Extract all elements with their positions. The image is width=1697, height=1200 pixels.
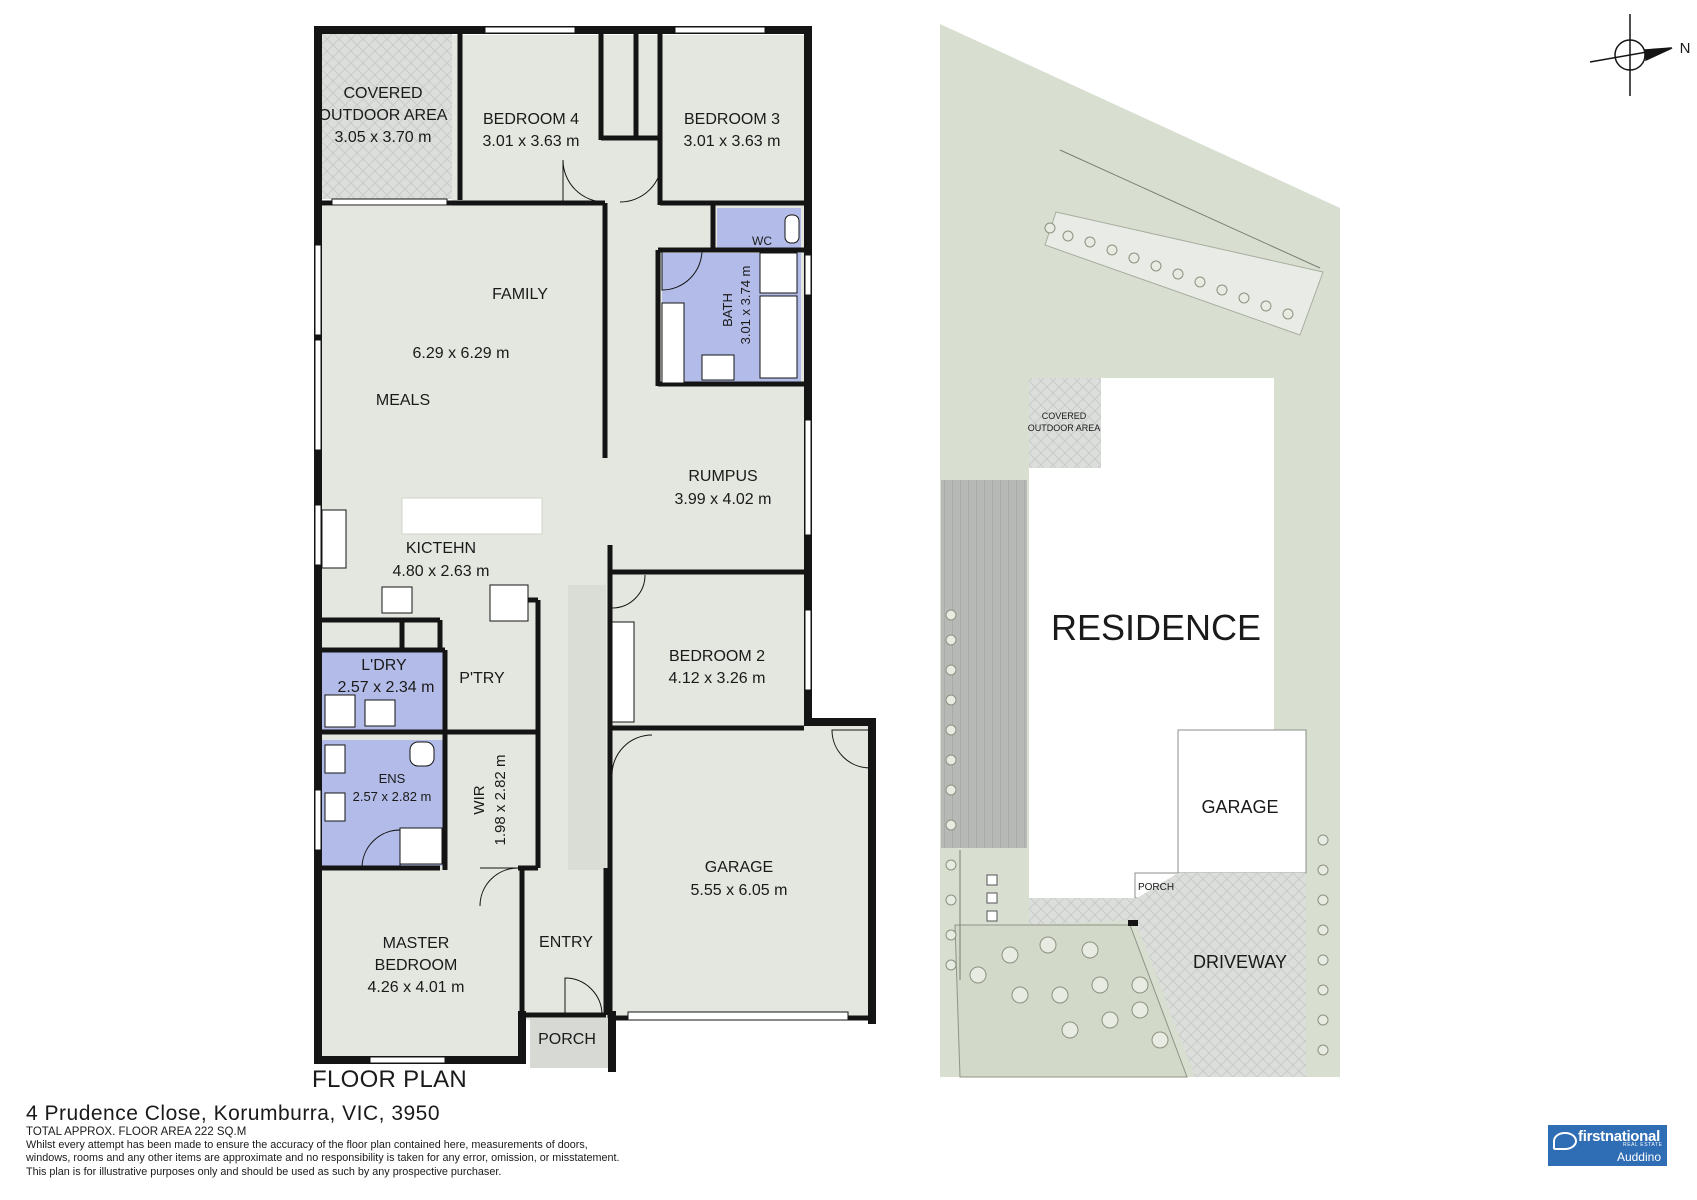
bath-name: BATH — [720, 293, 735, 327]
master-line2: BEDROOM — [375, 957, 458, 974]
kitchen-name: KICTEHN — [406, 540, 476, 557]
site-driveway-label: DRIVEWAY — [1193, 952, 1287, 972]
master-dims: 4.26 x 4.01 m — [368, 979, 465, 996]
porch-name: PORCH — [538, 1031, 596, 1048]
front-garden — [954, 924, 1188, 1078]
disclaimer-line-2: windows, rooms and any other items are a… — [26, 1152, 620, 1165]
covered-outdoor-line1: COVERED — [343, 85, 422, 102]
laundry-name: L'DRY — [361, 657, 407, 674]
site-covered-outdoor — [1029, 378, 1101, 468]
agency-logo: firstnational REAL ESTATE Auddino — [1548, 1125, 1667, 1166]
shrubs — [945, 222, 1329, 1056]
svg-text:3.05 x 3.70 m: 3.05 x 3.70 m — [335, 129, 432, 146]
plan-title: FLOOR PLAN — [312, 1066, 468, 1093]
residence-footprint — [1029, 378, 1274, 898]
covered-outdoor-area — [314, 27, 452, 199]
footer: 4 Prudence Close, Korumburra, VIC, 3950 … — [26, 1102, 926, 1179]
disclaimer-line-1: Whilst every attempt has been made to en… — [26, 1139, 588, 1151]
covered-outdoor-line2: OUTDOOR AREA — [319, 107, 448, 124]
site-garage — [1177, 729, 1307, 874]
logo-sub: REAL ESTATE — [1623, 1142, 1663, 1148]
bedroom3-name: BEDROOM 3 — [684, 111, 780, 128]
north-compass-icon — [1589, 14, 1673, 96]
site-porch-label: PORCH — [1138, 882, 1174, 893]
floor-area: TOTAL APPROX. FLOOR AREA 222 SQ.M — [26, 1126, 247, 1138]
bedroom2-dims: 4.12 x 3.26 m — [669, 670, 766, 687]
door-swings — [361, 159, 871, 1016]
bedroom4-name: BEDROOM 4 — [483, 111, 579, 128]
garden-edge — [1128, 920, 1138, 926]
wc-name: WC — [752, 234, 772, 248]
disclaimer-line-3: This plan is for illustrative purposes o… — [26, 1165, 502, 1178]
bedroom2-name: BEDROOM 2 — [669, 648, 765, 665]
entry-corridor — [568, 585, 606, 870]
garage-dims: 5.55 x 6.05 m — [691, 882, 788, 899]
svg-text:4.26 x 4.01 m: 4.26 x 4.01 m — [368, 979, 465, 996]
site-covered-line2: OUTDOOR AREA — [1028, 423, 1101, 433]
north-label: N — [1680, 40, 1691, 57]
svg-text:OUTDOOR AREA: OUTDOOR AREA — [319, 107, 448, 124]
property-address: 4 Prudence Close, Korumburra, VIC, 3950 — [26, 1102, 441, 1125]
garage-door — [627, 1011, 849, 1021]
kitchen-island — [401, 497, 543, 535]
pantry-name: P'TRY — [459, 670, 505, 687]
covered-outdoor-dims: 3.05 x 3.70 m — [335, 129, 432, 146]
meals-name: MEALS — [376, 392, 430, 409]
bedroom4-dims: 3.01 x 3.63 m — [483, 133, 580, 150]
rumpus-name: RUMPUS — [688, 468, 757, 485]
driveway — [1029, 873, 1306, 1077]
room-labels: COVERED OUTDOOR AREA 3.05 x 3.70 m BEDRO… — [319, 85, 788, 1048]
floor-plan: COVERED OUTDOOR AREA 3.05 x 3.70 m BEDRO… — [314, 26, 876, 1072]
site-garage-label: GARAGE — [1201, 797, 1278, 817]
kitchen-dims: 4.80 x 2.63 m — [393, 563, 490, 580]
windows — [314, 26, 812, 1064]
logo-brand: firstnational — [1578, 1128, 1660, 1145]
logo-office: Auddino — [1616, 1150, 1661, 1164]
svg-text:BEDROOM: BEDROOM — [375, 957, 458, 974]
bedroom3-dims: 3.01 x 3.63 m — [684, 133, 781, 150]
rumpus-dims: 3.99 x 4.02 m — [675, 491, 772, 508]
site-plan: RESIDENCE COVERED OUTDOOR AREA GARAGE PO… — [940, 14, 1691, 1078]
laundry-dims: 2.57 x 2.34 m — [338, 679, 435, 696]
family-name: FAMILY — [492, 286, 548, 303]
bath-dims: 3.01 x 3.74 m — [738, 266, 753, 345]
svg-text:MASTER: MASTER — [383, 935, 450, 952]
logo-mark-icon — [1553, 1132, 1577, 1150]
site-covered-line1: COVERED — [1042, 411, 1087, 421]
entry-name: ENTRY — [539, 934, 593, 951]
fence-line — [1059, 149, 1321, 269]
family-dims: 6.29 x 6.29 m — [413, 345, 510, 362]
garden-bed-diagonal — [1044, 211, 1324, 336]
wir-name: WIR — [471, 785, 488, 814]
master-line1: MASTER — [383, 935, 450, 952]
ensuite-name: ENS — [379, 771, 406, 786]
wir-dims: 1.98 x 2.82 m — [492, 755, 509, 846]
fixtures — [321, 214, 800, 865]
porch-floor — [530, 1018, 610, 1068]
garage-name: GARAGE — [705, 859, 773, 876]
svg-text:COVERED: COVERED — [343, 85, 422, 102]
site-residence-label: RESIDENCE — [1051, 607, 1261, 648]
ensuite-dims: 2.57 x 2.82 m — [353, 789, 432, 804]
stepping-stones — [986, 874, 998, 922]
